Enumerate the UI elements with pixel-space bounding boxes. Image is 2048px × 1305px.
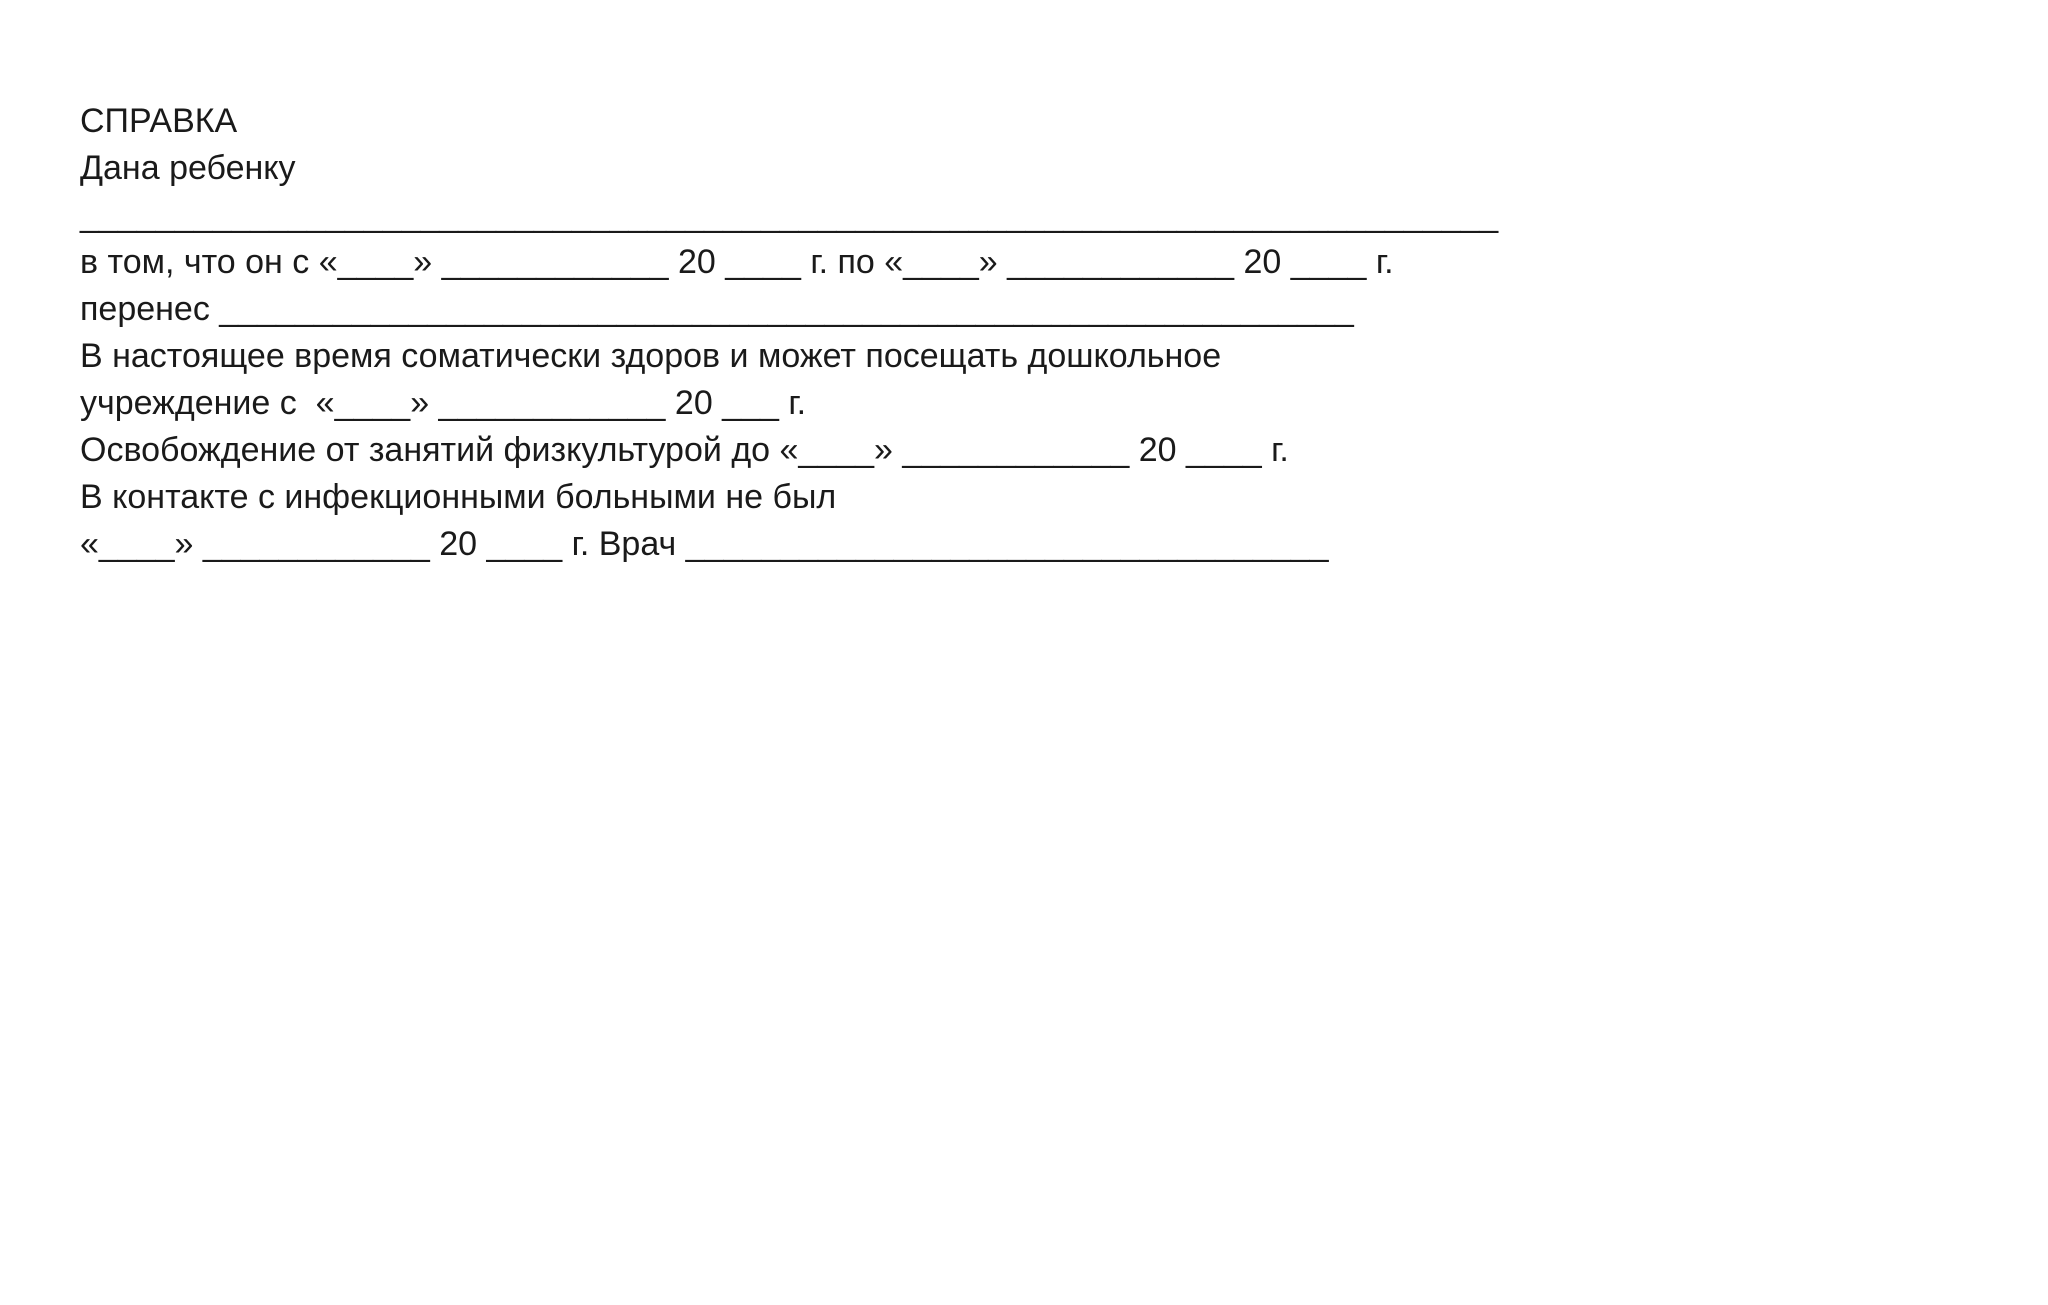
currently-healthy-line-1: В настоящее время соматически здоров и м…: [80, 337, 1222, 375]
child-name-blank-line: ________________________________________…: [80, 196, 1499, 234]
date-and-doctor-signature-line: «____» ____________ 20 ____ г. Врач ____…: [80, 525, 1329, 563]
physical-education-exemption-line: Освобождение от занятий физкультурой до …: [80, 431, 1289, 469]
document-title: СПРАВКА: [80, 98, 1968, 145]
document-title-text: СПРАВКА: [80, 102, 238, 140]
infectious-contact-statement-line: В контакте с инфекционными больными не б…: [80, 478, 837, 516]
currently-healthy-line-2-attendance-date: учреждение с «____» ____________ 20 ___ …: [80, 384, 807, 422]
given-to-child-label: Дана ребенку: [80, 149, 296, 187]
illness-suffered-blank-line: перенес ________________________________…: [80, 290, 1354, 328]
illness-period-line: в том, что он с «____» ____________ 20 _…: [80, 243, 1394, 281]
